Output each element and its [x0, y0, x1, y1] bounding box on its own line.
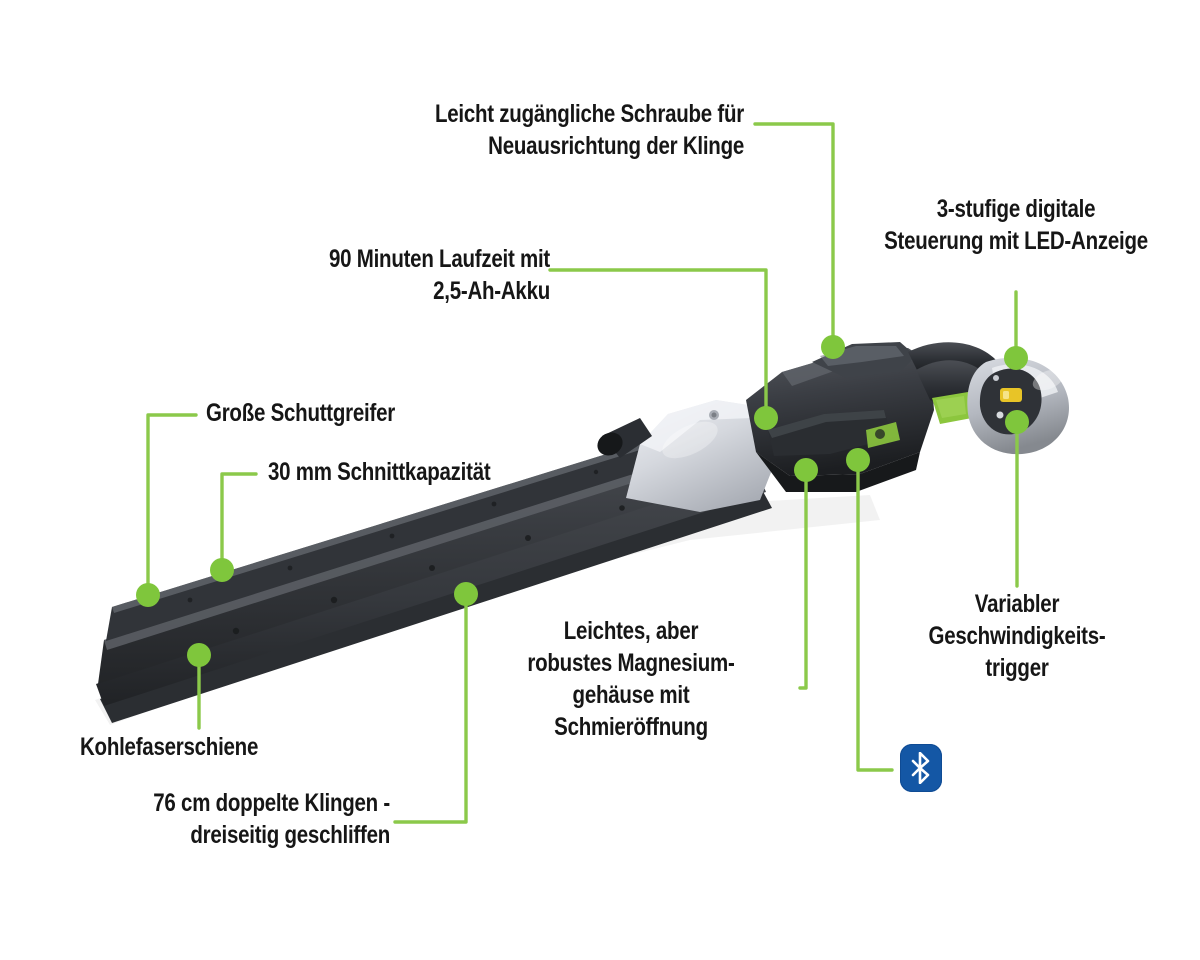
- callout-carbon-fibre-rail: Kohlefaserschiene: [80, 733, 259, 761]
- callout-runtime: 90 Minuten Laufzeit mit 2,5-Ah-Akku: [328, 245, 550, 305]
- bluetooth-glyph: [911, 752, 930, 784]
- callout-cut-capacity: 30 mm Schnittkapazität: [268, 458, 491, 486]
- callout-debris-grabbers: Große Schuttgreifer: [206, 399, 395, 427]
- callout-magnesium-housing: Leichtes, aber robustes Magnesium- gehäu…: [527, 617, 735, 741]
- bluetooth-icon: [900, 744, 942, 792]
- callout-dual-blades: 76 cm doppelte Klingen - dreiseitig gesc…: [153, 789, 390, 849]
- callout-blade-realign-screw: Leicht zugängliche Schraube für Neuausri…: [434, 100, 744, 160]
- callout-digital-control: 3-stufige digitale Steuerung mit LED-Anz…: [884, 195, 1148, 255]
- callout-variable-speed-trigger: Variabler Geschwindigkeits- trigger: [928, 590, 1106, 682]
